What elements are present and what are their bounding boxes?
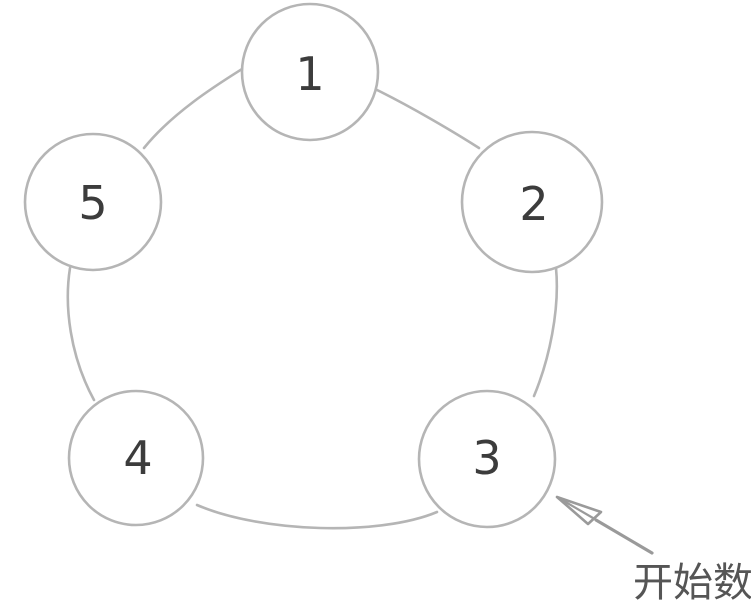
node-1-label: 1 [295,47,324,101]
node-2-label: 2 [519,177,548,231]
annotation-arrow-head-spine [555,495,595,520]
node-3-circle[interactable] [417,389,557,529]
annotation-arrow-shaft [594,518,654,555]
node-2[interactable]: 2 [460,130,604,274]
edge-4-to-5 [66,266,96,402]
node-3[interactable]: 3 [417,389,557,529]
start-annotation: 开始数 [555,495,751,603]
node-5-circle[interactable] [23,132,163,272]
annotation-label: 开始数 [633,560,751,603]
node-1-circle[interactable] [240,2,380,142]
edge-2-to-3 [532,266,559,398]
node-3-label: 3 [472,431,501,485]
edge-1-to-2 [371,86,481,150]
node-4-circle[interactable] [67,389,205,527]
node-5[interactable]: 5 [23,132,163,272]
node-5-label: 5 [78,176,107,230]
edge-5-to-1 [142,60,255,150]
node-4-label: 4 [123,431,152,485]
node-2-circle[interactable] [460,130,604,274]
node-1[interactable]: 1 [240,2,380,142]
edge-3-to-4 [195,503,439,530]
node-4[interactable]: 4 [67,389,205,527]
node-group: 1 2 3 4 5 [23,2,604,529]
